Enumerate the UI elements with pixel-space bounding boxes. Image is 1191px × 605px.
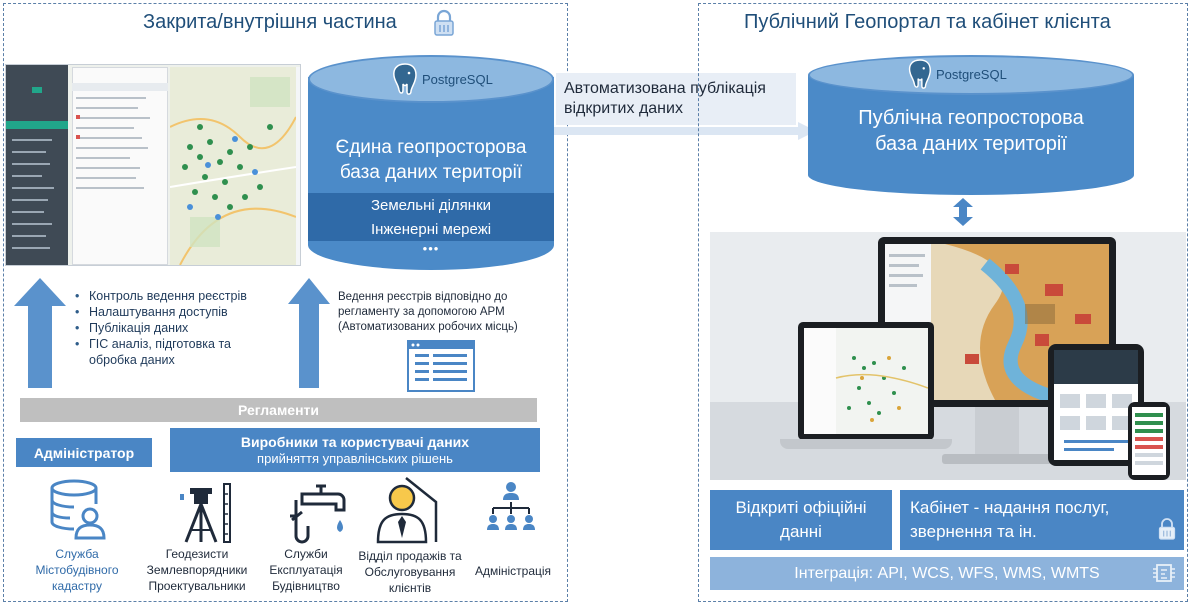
land-plots-band: Земельні ділянки [308, 193, 554, 217]
public-panel-title: Публічний Геопортал та кабінет клієнта [744, 11, 1111, 33]
role-label-administration: Адміністрація [474, 564, 552, 578]
open-data-box: Відкриті офіційні данні [710, 490, 892, 550]
public-panel [698, 3, 1188, 602]
admin-tasks-list: Контроль ведення реєстрів Налаштування д… [75, 288, 275, 368]
role-label-services: Служби Експлуатація Будівництво [269, 547, 343, 593]
regulations-bar: Регламенти [20, 398, 537, 422]
sync-arrow-icon [953, 198, 973, 226]
devices-image [710, 232, 1186, 480]
client-cabinet-label: Кабінет - надання послуг, звернення та і… [910, 498, 1110, 541]
surveyor-icon [180, 483, 231, 543]
postgresql-text: PostgreSQL [422, 71, 493, 87]
producers-box: Виробники та користувачі даних прийняття… [170, 428, 540, 472]
registry-note: Ведення реєстрів відповідно до регламент… [338, 291, 518, 333]
integration-bar: Інтеграція: API, WCS, WFS, WMS, WMTS [710, 557, 1184, 590]
postgresql-logo: PostgreSQL [390, 62, 493, 96]
task-item: ГІС аналіз, підготовка та обробка даних [75, 336, 275, 368]
open-data-label: Відкриті офіційні данні [735, 498, 867, 541]
public-geospatial-database: Публічна геопросторова база даних терито… [808, 55, 1134, 195]
publication-label: Автоматизована публікація відкритих дани… [564, 80, 766, 117]
client-cabinet-box: Кабінет - надання послуг, звернення та і… [900, 490, 1184, 550]
unified-geospatial-database: Земельні ділянки Інженерні мережі ••• Єд… [308, 55, 554, 270]
engineering-networks-band: Інженерні мережі [308, 217, 554, 241]
producers-subtitle: прийняття управлінських рішень [257, 450, 453, 466]
water-tap-icon [290, 484, 346, 544]
task-item: Налаштування доступів [75, 304, 275, 320]
elephant-icon [393, 63, 417, 95]
regulations-label: Регламенти [238, 402, 319, 418]
role-label-surveyors: Геодезисти Землевпорядники Проектувальни… [146, 547, 248, 593]
cadastre-app-screenshot [5, 64, 301, 266]
role-label-sales: Відділ продажів та Обслуговування клієнт… [358, 549, 462, 595]
integration-label: Інтеграція: API, WCS, WFS, WMS, WMTS [794, 564, 1100, 582]
lock-icon [434, 9, 454, 36]
elephant-icon [908, 59, 931, 89]
task-item: Публікація даних [75, 320, 275, 336]
administrator-label: Адміністратор [33, 444, 135, 461]
integration-chip-icon [1153, 564, 1175, 582]
publication-arrow [554, 122, 816, 140]
public-db-title-line1: Публічна геопросторова [858, 107, 1084, 129]
org-chart-icon [487, 482, 535, 530]
internal-panel [3, 3, 568, 602]
more-dots: ••• [422, 241, 440, 256]
form-window-icon [407, 340, 475, 392]
producers-title: Виробники та користувачі даних [240, 433, 470, 450]
postgresql-logo-public: PostgreSQL [906, 58, 1007, 90]
sales-person-icon [376, 477, 438, 544]
db-title-line2: база даних території [339, 162, 523, 183]
public-db-title-line2: база даних території [875, 133, 1067, 155]
administrator-box: Адміністратор [16, 438, 152, 467]
internal-panel-title: Закрита/внутрішня частина [143, 11, 397, 33]
up-arrow-left [14, 278, 66, 388]
db-title-line1: Єдина геопросторова [335, 137, 527, 158]
publication-label-box: Автоматизована публікація відкритих дани… [556, 73, 796, 125]
up-arrow-right [288, 278, 330, 388]
postgresql-text-public: PostgreSQL [936, 66, 1007, 82]
lock-icon [1158, 518, 1176, 540]
task-item: Контроль ведення реєстрів [75, 288, 275, 304]
role-label-cadastre: Служба Містобудівного кадастру [35, 547, 119, 593]
database-user-icon [50, 479, 106, 540]
